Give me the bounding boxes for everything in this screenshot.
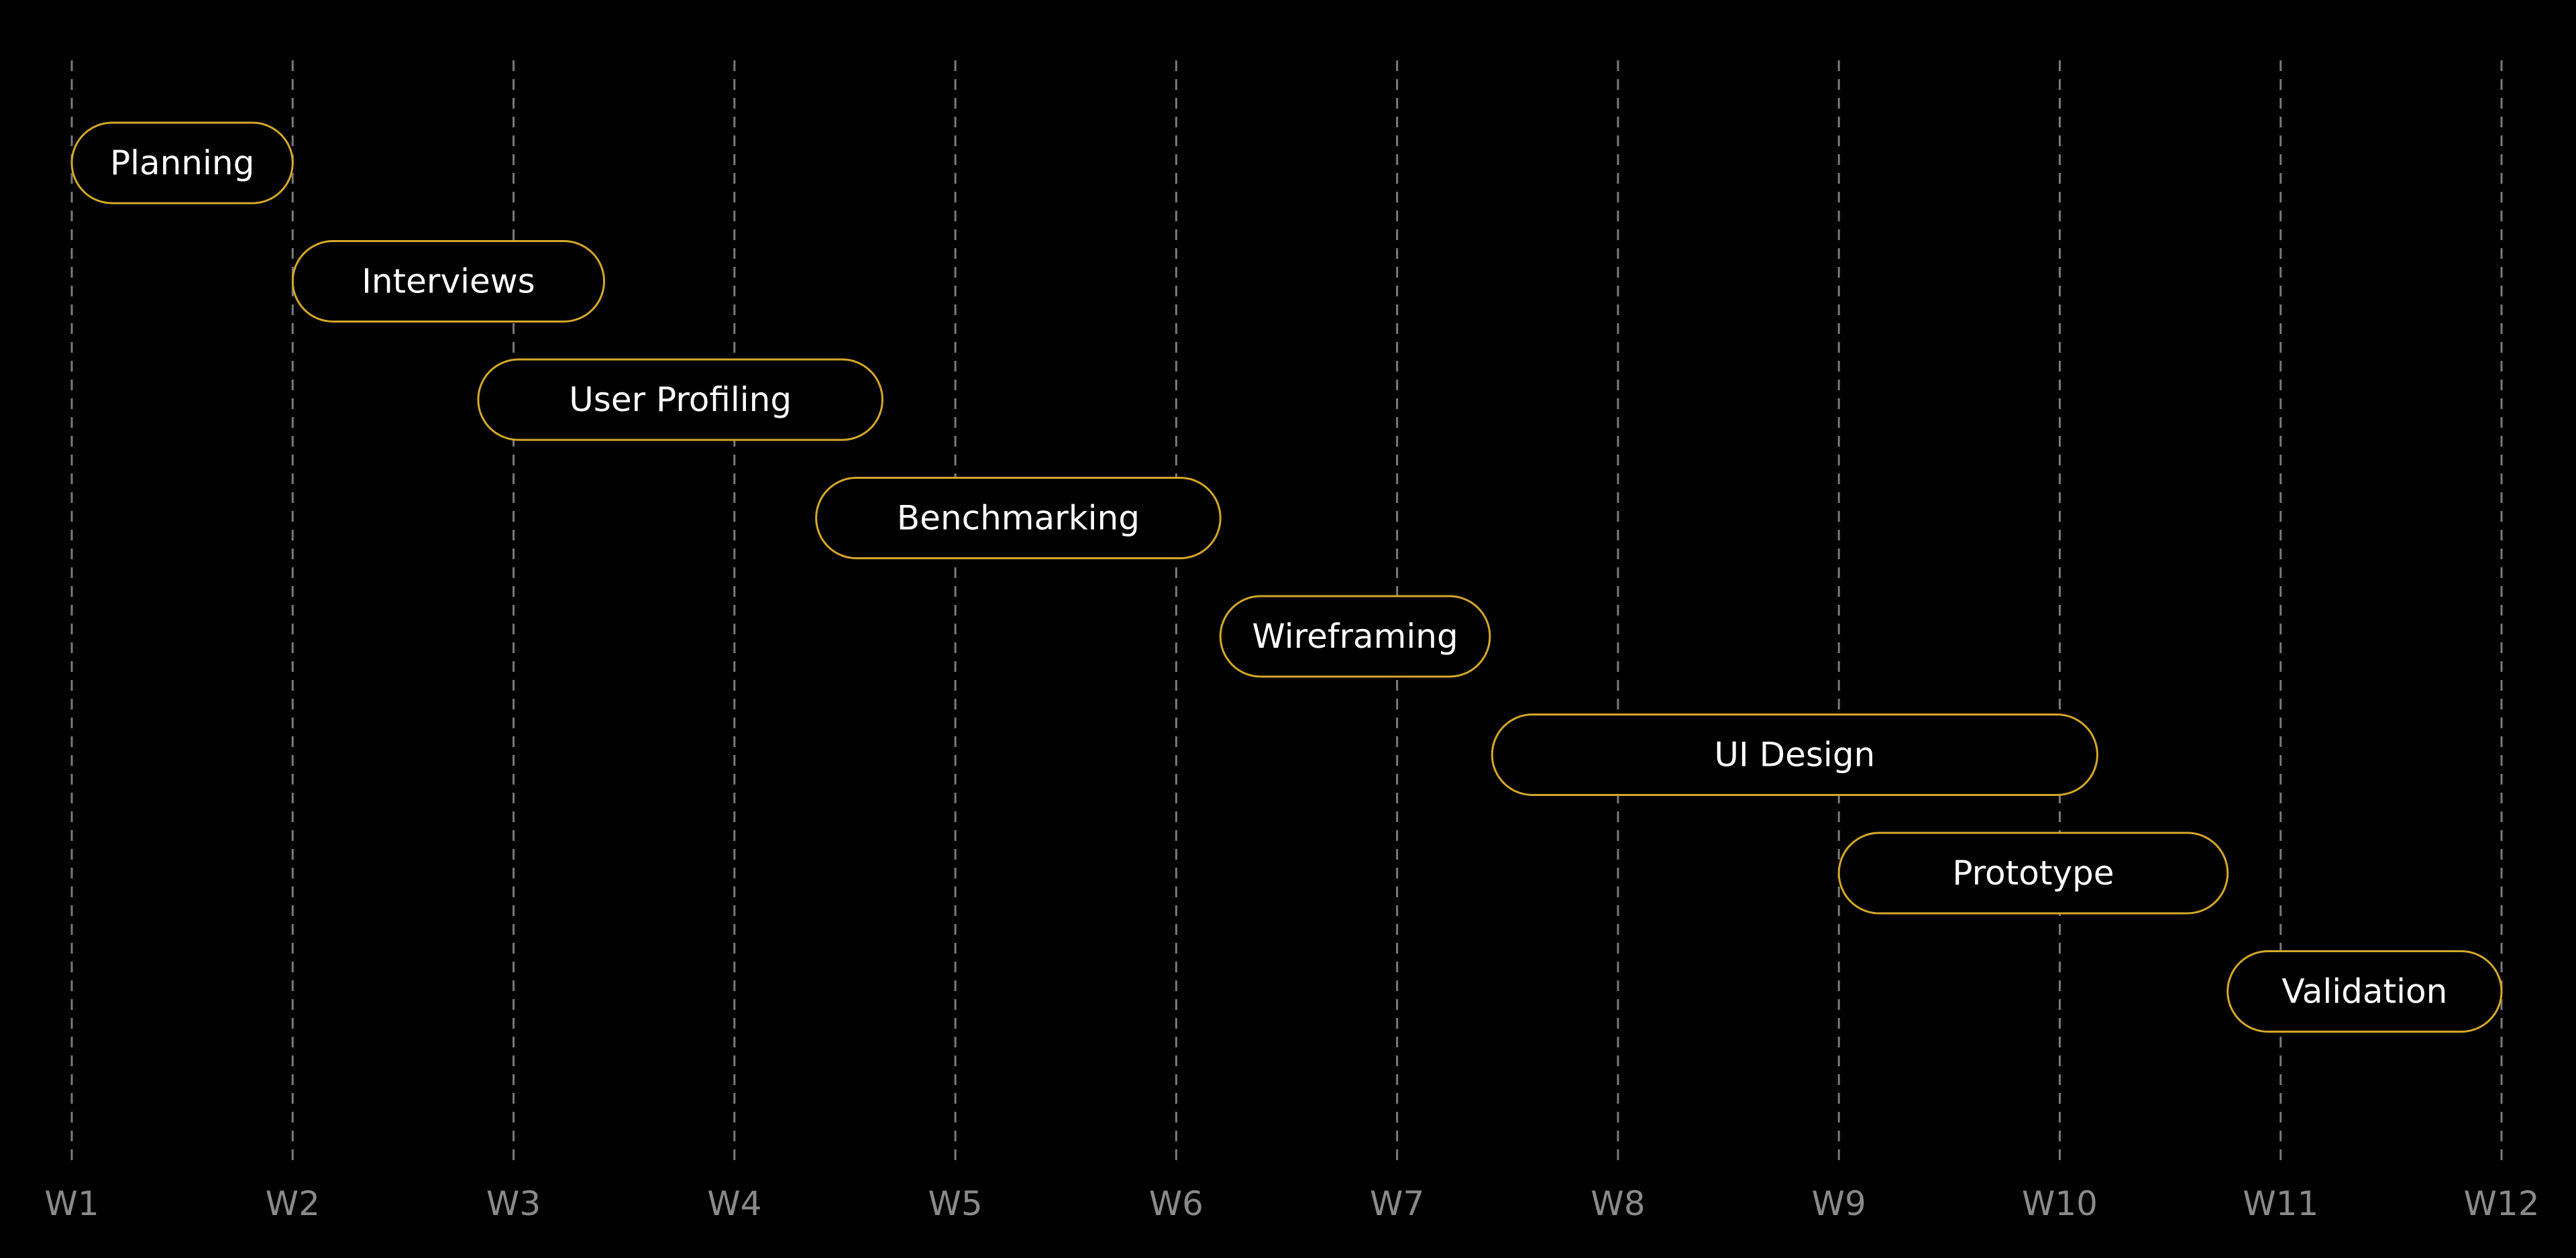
task-label-planning: Planning — [110, 144, 254, 182]
task-ui-design: UI Design — [1491, 713, 2098, 796]
tick-label-w5: W5 — [928, 1184, 982, 1223]
tick-label-w8: W8 — [1591, 1184, 1645, 1223]
x-axis-ticks: W1 W2 W3 W4 W5 W6 W7 W8 W9 W10 W11 W12 — [44, 1184, 2539, 1223]
task-planning: Planning — [70, 121, 294, 205]
tick-label-w9: W9 — [1812, 1184, 1866, 1223]
task-wireframing: Wireframing — [1219, 595, 1491, 678]
task-label-interviews: Interviews — [362, 262, 535, 301]
task-label-ui-design: UI Design — [1714, 736, 1875, 775]
task-bar-benchmarking — [815, 477, 1222, 559]
tick-label-w1: W1 — [44, 1184, 99, 1223]
task-user-profiling: User Profiling — [477, 358, 883, 441]
tick-label-w3: W3 — [486, 1184, 541, 1223]
task-label-benchmarking: Benchmarking — [897, 499, 1140, 538]
task-bar-prototype — [1837, 832, 2229, 915]
task-interviews: Interviews — [291, 240, 606, 323]
task-label-wireframing: Wireframing — [1252, 617, 1458, 656]
task-bar-user-profiling — [477, 358, 883, 441]
task-validation: Validation — [2226, 950, 2503, 1033]
tick-label-w11: W11 — [2243, 1184, 2318, 1223]
tick-label-w12: W12 — [2463, 1184, 2539, 1223]
task-bar-wireframing — [1219, 595, 1491, 678]
task-benchmarking: Benchmarking — [815, 477, 1222, 559]
tick-label-w6: W6 — [1149, 1184, 1203, 1223]
task-bar-validation — [2226, 950, 2503, 1033]
task-bar-interviews — [291, 240, 606, 323]
tick-label-w2: W2 — [266, 1184, 320, 1223]
tick-label-w4: W4 — [707, 1184, 761, 1223]
task-label-user-profiling: User Profiling — [569, 380, 792, 419]
task-bar-ui-design — [1491, 713, 2098, 796]
tick-label-w10: W10 — [2022, 1184, 2098, 1223]
task-label-prototype: Prototype — [1952, 854, 2114, 893]
task-bar-planning — [70, 121, 294, 205]
task-prototype: Prototype — [1837, 832, 2229, 915]
task-label-validation: Validation — [2282, 972, 2447, 1011]
tick-label-w7: W7 — [1370, 1184, 1424, 1223]
